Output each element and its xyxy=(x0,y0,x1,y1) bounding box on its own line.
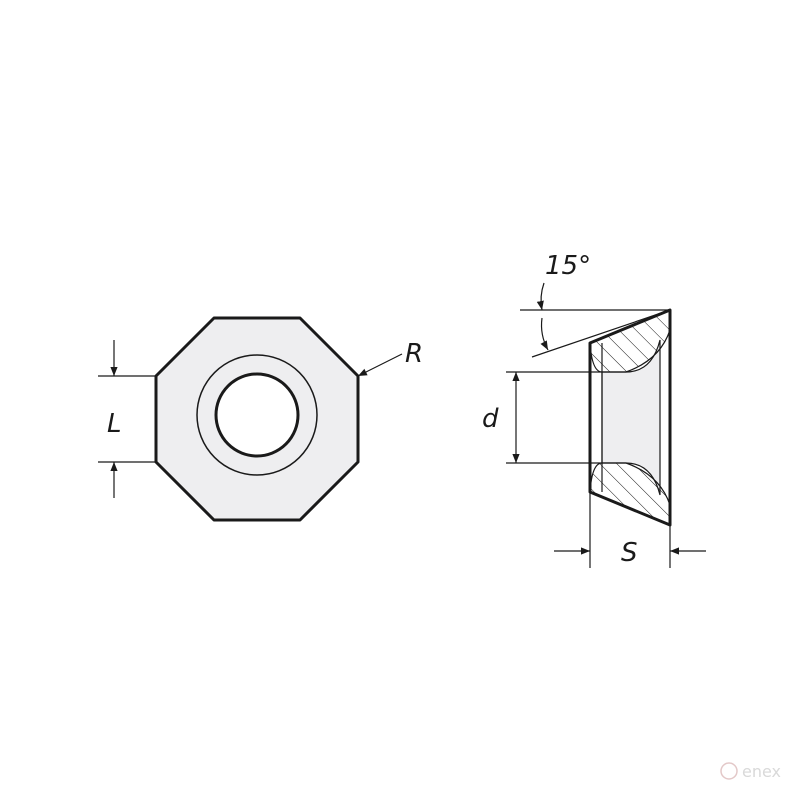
watermark-logo-icon xyxy=(720,762,738,780)
label-r: R xyxy=(405,339,423,369)
label-s: S xyxy=(621,538,638,568)
center-hole xyxy=(214,372,300,458)
dimension-s xyxy=(554,492,706,568)
label-angle: 15° xyxy=(545,251,591,281)
dimension-d xyxy=(506,371,602,464)
dimension-angle xyxy=(520,282,671,358)
label-d: d xyxy=(482,404,499,434)
section-upper xyxy=(589,309,671,373)
watermark: enex xyxy=(720,762,781,781)
side-view: 15° d S xyxy=(482,251,706,568)
section-lower xyxy=(589,462,671,526)
radius-leader xyxy=(357,353,403,377)
top-view: L R xyxy=(98,316,423,522)
countersink-ring xyxy=(196,354,318,476)
label-l: L xyxy=(107,409,122,439)
dimension-l xyxy=(98,340,156,498)
watermark-text: enex xyxy=(742,762,781,781)
